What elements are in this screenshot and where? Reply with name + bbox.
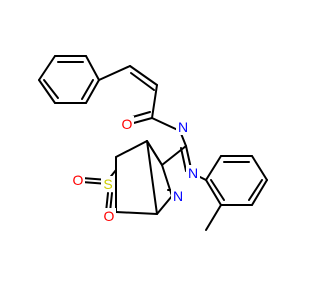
tolyl-ring — [191, 155, 268, 231]
atom-label-nitrogen-amide: N — [178, 119, 188, 135]
amide-group — [128, 111, 181, 132]
molecule-diagram: O N N N S O O — [38, 55, 268, 231]
atom-labels: O N N N S O O — [71, 116, 200, 224]
atom-label-oxygen-sulfonyl-bottom: O — [104, 208, 115, 224]
atom-label-oxygen-sulfonyl-left: O — [73, 172, 84, 188]
vinyl-linker — [98, 65, 158, 119]
phenyl-ring — [38, 55, 100, 104]
atom-label-nitrogen-ring-lower: N — [173, 188, 183, 204]
atom-label-nitrogen-ring-upper: N — [188, 165, 198, 181]
atom-label-sulfur: S — [103, 176, 112, 192]
atom-label-oxygen-amide: O — [122, 116, 133, 132]
